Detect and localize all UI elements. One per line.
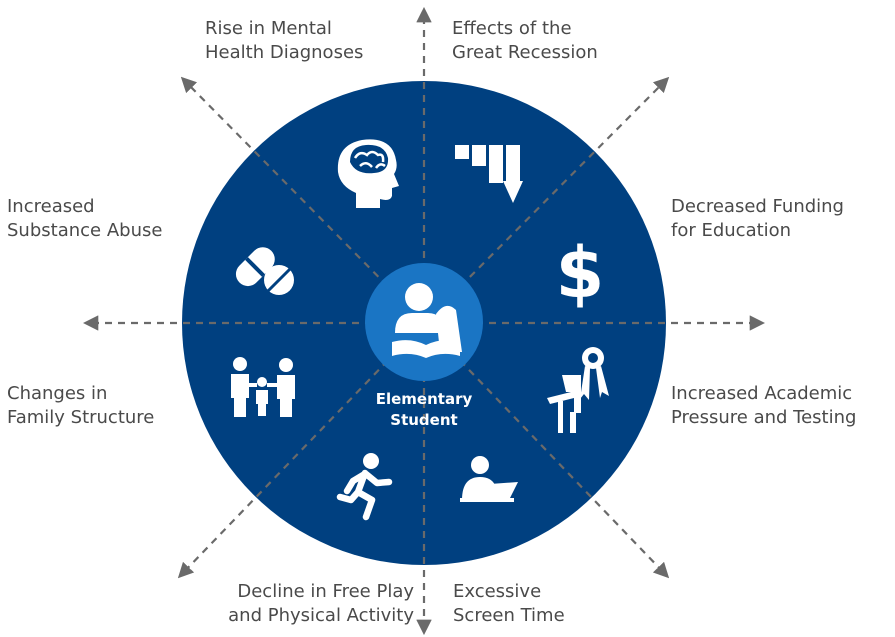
label-screen-time-line2: Screen Time bbox=[453, 605, 565, 626]
student-reading-icon bbox=[392, 283, 462, 358]
dollar-sign-icon: $ bbox=[556, 232, 605, 314]
label-family-structure: Changes in Family Structure bbox=[7, 382, 154, 430]
label-free-play-line1: Decline in Free Play bbox=[237, 581, 414, 602]
label-mental-health: Rise in Mental Health Diagnoses bbox=[205, 17, 363, 65]
label-substance-abuse-line2: Substance Abuse bbox=[7, 220, 163, 241]
desk-award-ribbon-icon bbox=[547, 347, 609, 433]
label-academic-pressure: Increased Academic Pressure and Testing bbox=[671, 382, 856, 430]
brain-head-icon bbox=[337, 139, 399, 208]
label-free-play: Decline in Free Play and Physical Activi… bbox=[190, 580, 414, 628]
label-funding-line1: Decreased Funding bbox=[671, 196, 844, 217]
label-free-play-line2: and Physical Activity bbox=[228, 605, 414, 626]
label-academic-pressure-line2: Pressure and Testing bbox=[671, 407, 857, 428]
label-mental-health-line1: Rise in Mental bbox=[205, 18, 332, 39]
label-screen-time-line1: Excessive bbox=[453, 581, 542, 602]
label-mental-health-line2: Health Diagnoses bbox=[205, 42, 364, 63]
arrow-down-right bbox=[423, 322, 670, 579]
label-great-recession: Effects of the Great Recession bbox=[452, 17, 598, 65]
label-substance-abuse-line1: Increased bbox=[7, 196, 95, 217]
pills-icon bbox=[235, 247, 294, 295]
center-label-line2: Student bbox=[390, 411, 457, 429]
declining-bars-arrow-icon bbox=[455, 145, 523, 203]
label-great-recession-line1: Effects of the bbox=[452, 18, 572, 39]
label-funding-line2: for Education bbox=[671, 220, 792, 241]
label-funding: Decreased Funding for Education bbox=[671, 195, 844, 243]
label-family-structure-line1: Changes in bbox=[7, 383, 108, 404]
person-laptop-icon bbox=[460, 456, 518, 502]
label-academic-pressure-line1: Increased Academic bbox=[671, 383, 853, 404]
label-screen-time: Excessive Screen Time bbox=[453, 580, 565, 628]
label-family-structure-line2: Family Structure bbox=[7, 407, 155, 428]
family-icon bbox=[231, 357, 295, 417]
arrow-down-left bbox=[177, 322, 425, 579]
label-substance-abuse: Increased Substance Abuse bbox=[7, 195, 162, 243]
center-label-line1: Elementary bbox=[376, 390, 473, 408]
label-great-recession-line2: Great Recession bbox=[452, 42, 598, 63]
running-person-icon bbox=[336, 453, 393, 521]
